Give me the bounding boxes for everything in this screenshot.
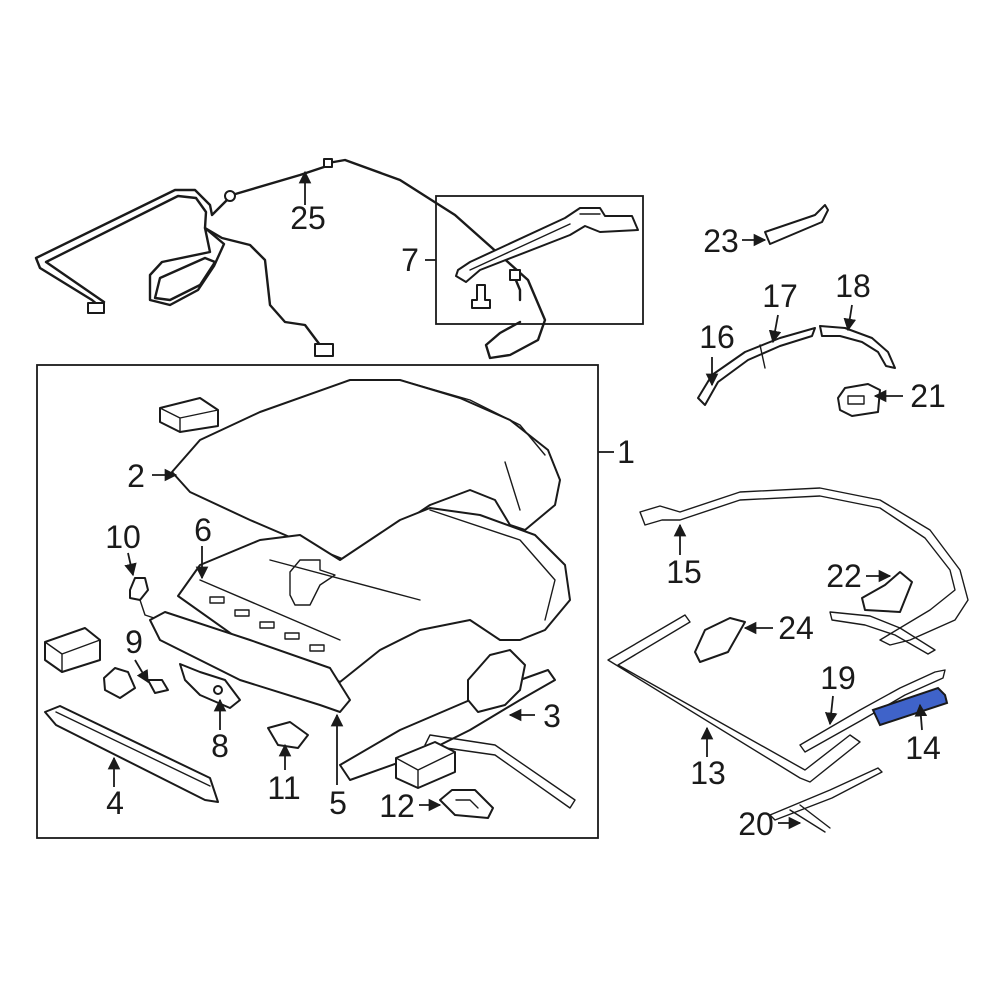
- callout-11[interactable]: 11: [267, 770, 300, 806]
- foam-block[interactable]: [395, 741, 456, 789]
- part-16-17-18[interactable]: [697, 325, 896, 406]
- callout-10[interactable]: 10: [105, 519, 141, 555]
- callout-4[interactable]: 4: [106, 785, 124, 821]
- callout-12[interactable]: 12: [379, 788, 415, 824]
- callout-5[interactable]: 5: [329, 785, 347, 821]
- part-9[interactable]: [147, 679, 169, 694]
- callout-25[interactable]: 25: [290, 200, 326, 236]
- part-21[interactable]: [837, 383, 881, 417]
- part-11[interactable]: [267, 721, 309, 749]
- callout-13[interactable]: 13: [690, 755, 726, 791]
- callout-labels: 25 7 23 16 17 18 21 1 2 6 10 9 8 11 5 4 …: [105, 200, 946, 842]
- callout-16[interactable]: 16: [699, 319, 735, 355]
- callout-14[interactable]: 14: [905, 730, 941, 766]
- foam-block[interactable]: [44, 627, 101, 673]
- small-clip[interactable]: [103, 667, 136, 699]
- callout-17[interactable]: 17: [762, 278, 798, 314]
- callout-1[interactable]: 1: [617, 434, 635, 470]
- part-19[interactable]: [799, 669, 946, 753]
- part-10[interactable]: [129, 577, 186, 629]
- part-22[interactable]: [861, 571, 913, 613]
- callout-9[interactable]: 9: [125, 624, 143, 660]
- part-20[interactable]: [769, 767, 883, 833]
- part-1-frame: [36, 364, 599, 839]
- part-7-group[interactable]: [435, 195, 644, 325]
- callout-22[interactable]: 22: [826, 558, 862, 594]
- callout-8[interactable]: 8: [211, 728, 229, 764]
- part-14-highlighted[interactable]: [871, 686, 949, 727]
- part-4-rail[interactable]: [44, 705, 219, 803]
- callout-6[interactable]: 6: [194, 512, 212, 548]
- callout-23[interactable]: 23: [703, 223, 739, 259]
- seal-segment[interactable]: [829, 611, 936, 655]
- callout-24[interactable]: 24: [778, 610, 814, 646]
- callout-21[interactable]: 21: [910, 378, 946, 414]
- part-5-bar[interactable]: [149, 611, 351, 713]
- callout-18[interactable]: 18: [835, 268, 871, 304]
- part-12[interactable]: [439, 789, 494, 819]
- callout-20[interactable]: 20: [738, 806, 774, 842]
- leaders: [107, 170, 928, 830]
- callout-3[interactable]: 3: [543, 698, 561, 734]
- part-8-latch[interactable]: [179, 663, 241, 709]
- part-23[interactable]: [764, 204, 829, 245]
- part-3[interactable]: [339, 649, 576, 809]
- part-13-frame[interactable]: [607, 614, 861, 783]
- foam-block[interactable]: [159, 397, 219, 433]
- part-6-liner[interactable]: [177, 507, 571, 683]
- callout-7[interactable]: 7: [401, 242, 419, 278]
- callout-2[interactable]: 2: [127, 458, 145, 494]
- part-24[interactable]: [694, 617, 746, 663]
- callout-15[interactable]: 15: [666, 554, 702, 590]
- part-25-wire-harness[interactable]: [34, 158, 547, 360]
- part-15-seal[interactable]: [639, 487, 969, 646]
- callout-19[interactable]: 19: [820, 660, 856, 696]
